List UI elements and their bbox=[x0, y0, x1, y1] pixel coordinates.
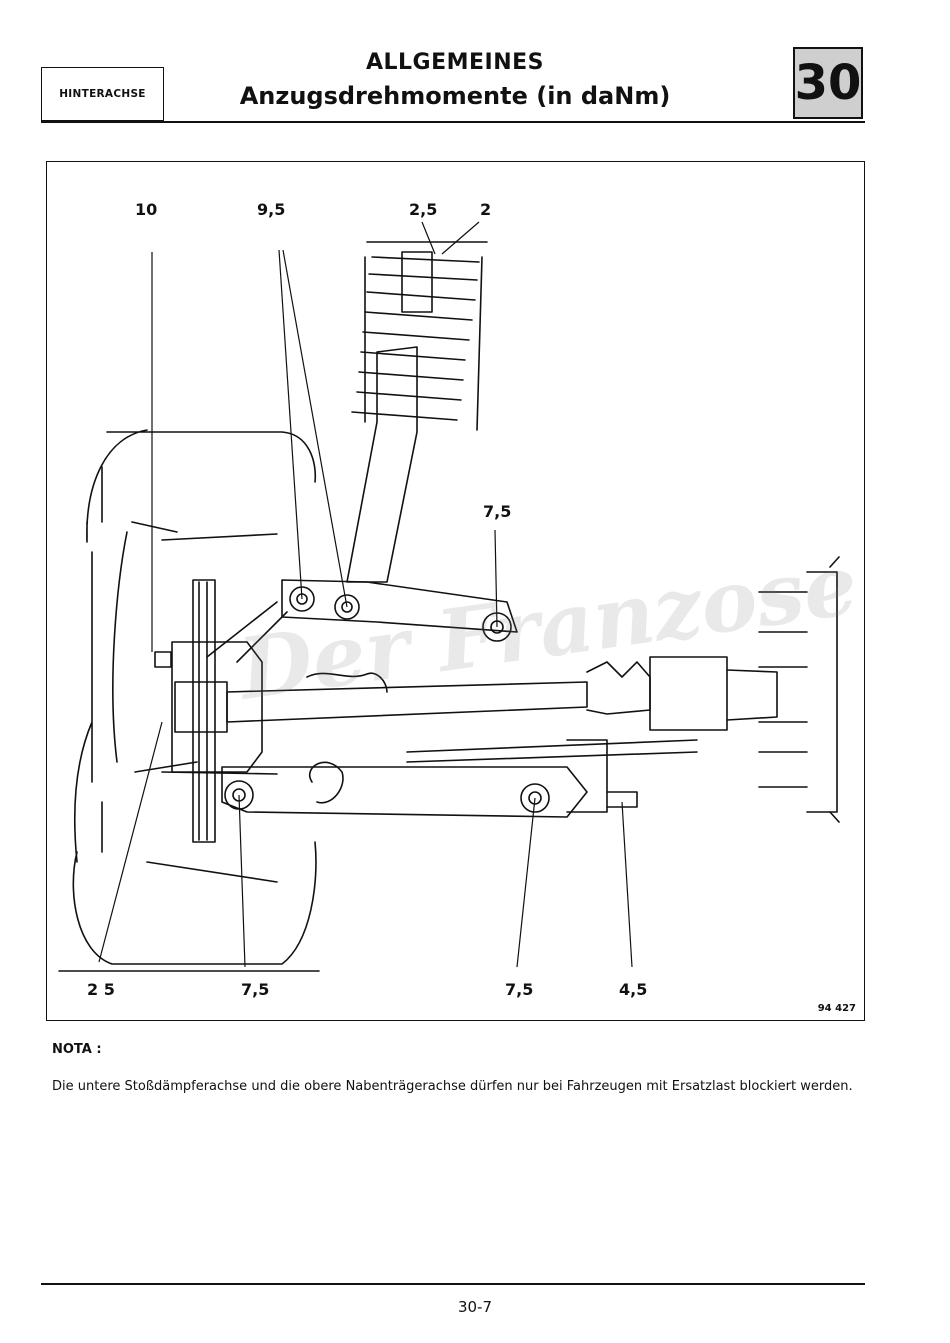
page-number: 30-7 bbox=[425, 1298, 525, 1316]
callout-7-5-bottom-left: 7,5 bbox=[241, 980, 269, 999]
leader-9-5-b bbox=[283, 250, 347, 607]
wheel-rim bbox=[113, 522, 197, 772]
leader-7-5-bc bbox=[517, 798, 535, 967]
callout-4-5: 4,5 bbox=[619, 980, 647, 999]
header-divider bbox=[41, 121, 865, 123]
callout-7-5-middle: 7,5 bbox=[483, 502, 511, 521]
leader-2 bbox=[442, 222, 479, 254]
figure-number: 94 427 bbox=[818, 1003, 856, 1014]
leader-7-5-bl bbox=[239, 795, 245, 967]
callout-2-5-bottom: 2 5 bbox=[87, 980, 115, 999]
callout-7-5-bottom-center: 7,5 bbox=[505, 980, 533, 999]
callout-2: 2 bbox=[480, 200, 491, 219]
callout-10: 10 bbox=[135, 200, 157, 219]
nota-label: NOTA : bbox=[52, 1042, 102, 1057]
section-label: HINTERACHSE bbox=[41, 67, 164, 121]
suspension-drawing bbox=[47, 162, 866, 1022]
leader-2-5-bottom bbox=[99, 722, 162, 962]
brake-disc bbox=[193, 580, 215, 842]
page-title: ALLGEMEINES bbox=[190, 50, 720, 75]
suspension-diagram: Der Franzose 10 9,5 2,5 2 7,5 2 5 7,5 7,… bbox=[46, 161, 865, 1021]
leader-2-5 bbox=[422, 222, 435, 254]
leader-4-5 bbox=[622, 802, 632, 967]
cv-boot bbox=[587, 662, 650, 714]
upper-link bbox=[282, 580, 517, 632]
coil-spring bbox=[352, 242, 487, 430]
chapter-number-badge: 30 bbox=[793, 47, 863, 119]
driveshaft bbox=[227, 682, 587, 722]
page-subtitle: Anzugsdrehmomente (in daNm) bbox=[190, 82, 720, 110]
leader-9-5-a bbox=[279, 250, 302, 599]
shock-absorber bbox=[347, 347, 417, 582]
nota-text: Die untere Stoßdämpferachse und die ober… bbox=[52, 1078, 864, 1096]
hub-carrier bbox=[172, 642, 262, 772]
differential-flange bbox=[807, 572, 837, 812]
callout-2-5: 2,5 bbox=[409, 200, 437, 219]
footer-divider bbox=[41, 1283, 865, 1285]
tyre-outline bbox=[73, 430, 316, 964]
callout-9-5: 9,5 bbox=[257, 200, 285, 219]
